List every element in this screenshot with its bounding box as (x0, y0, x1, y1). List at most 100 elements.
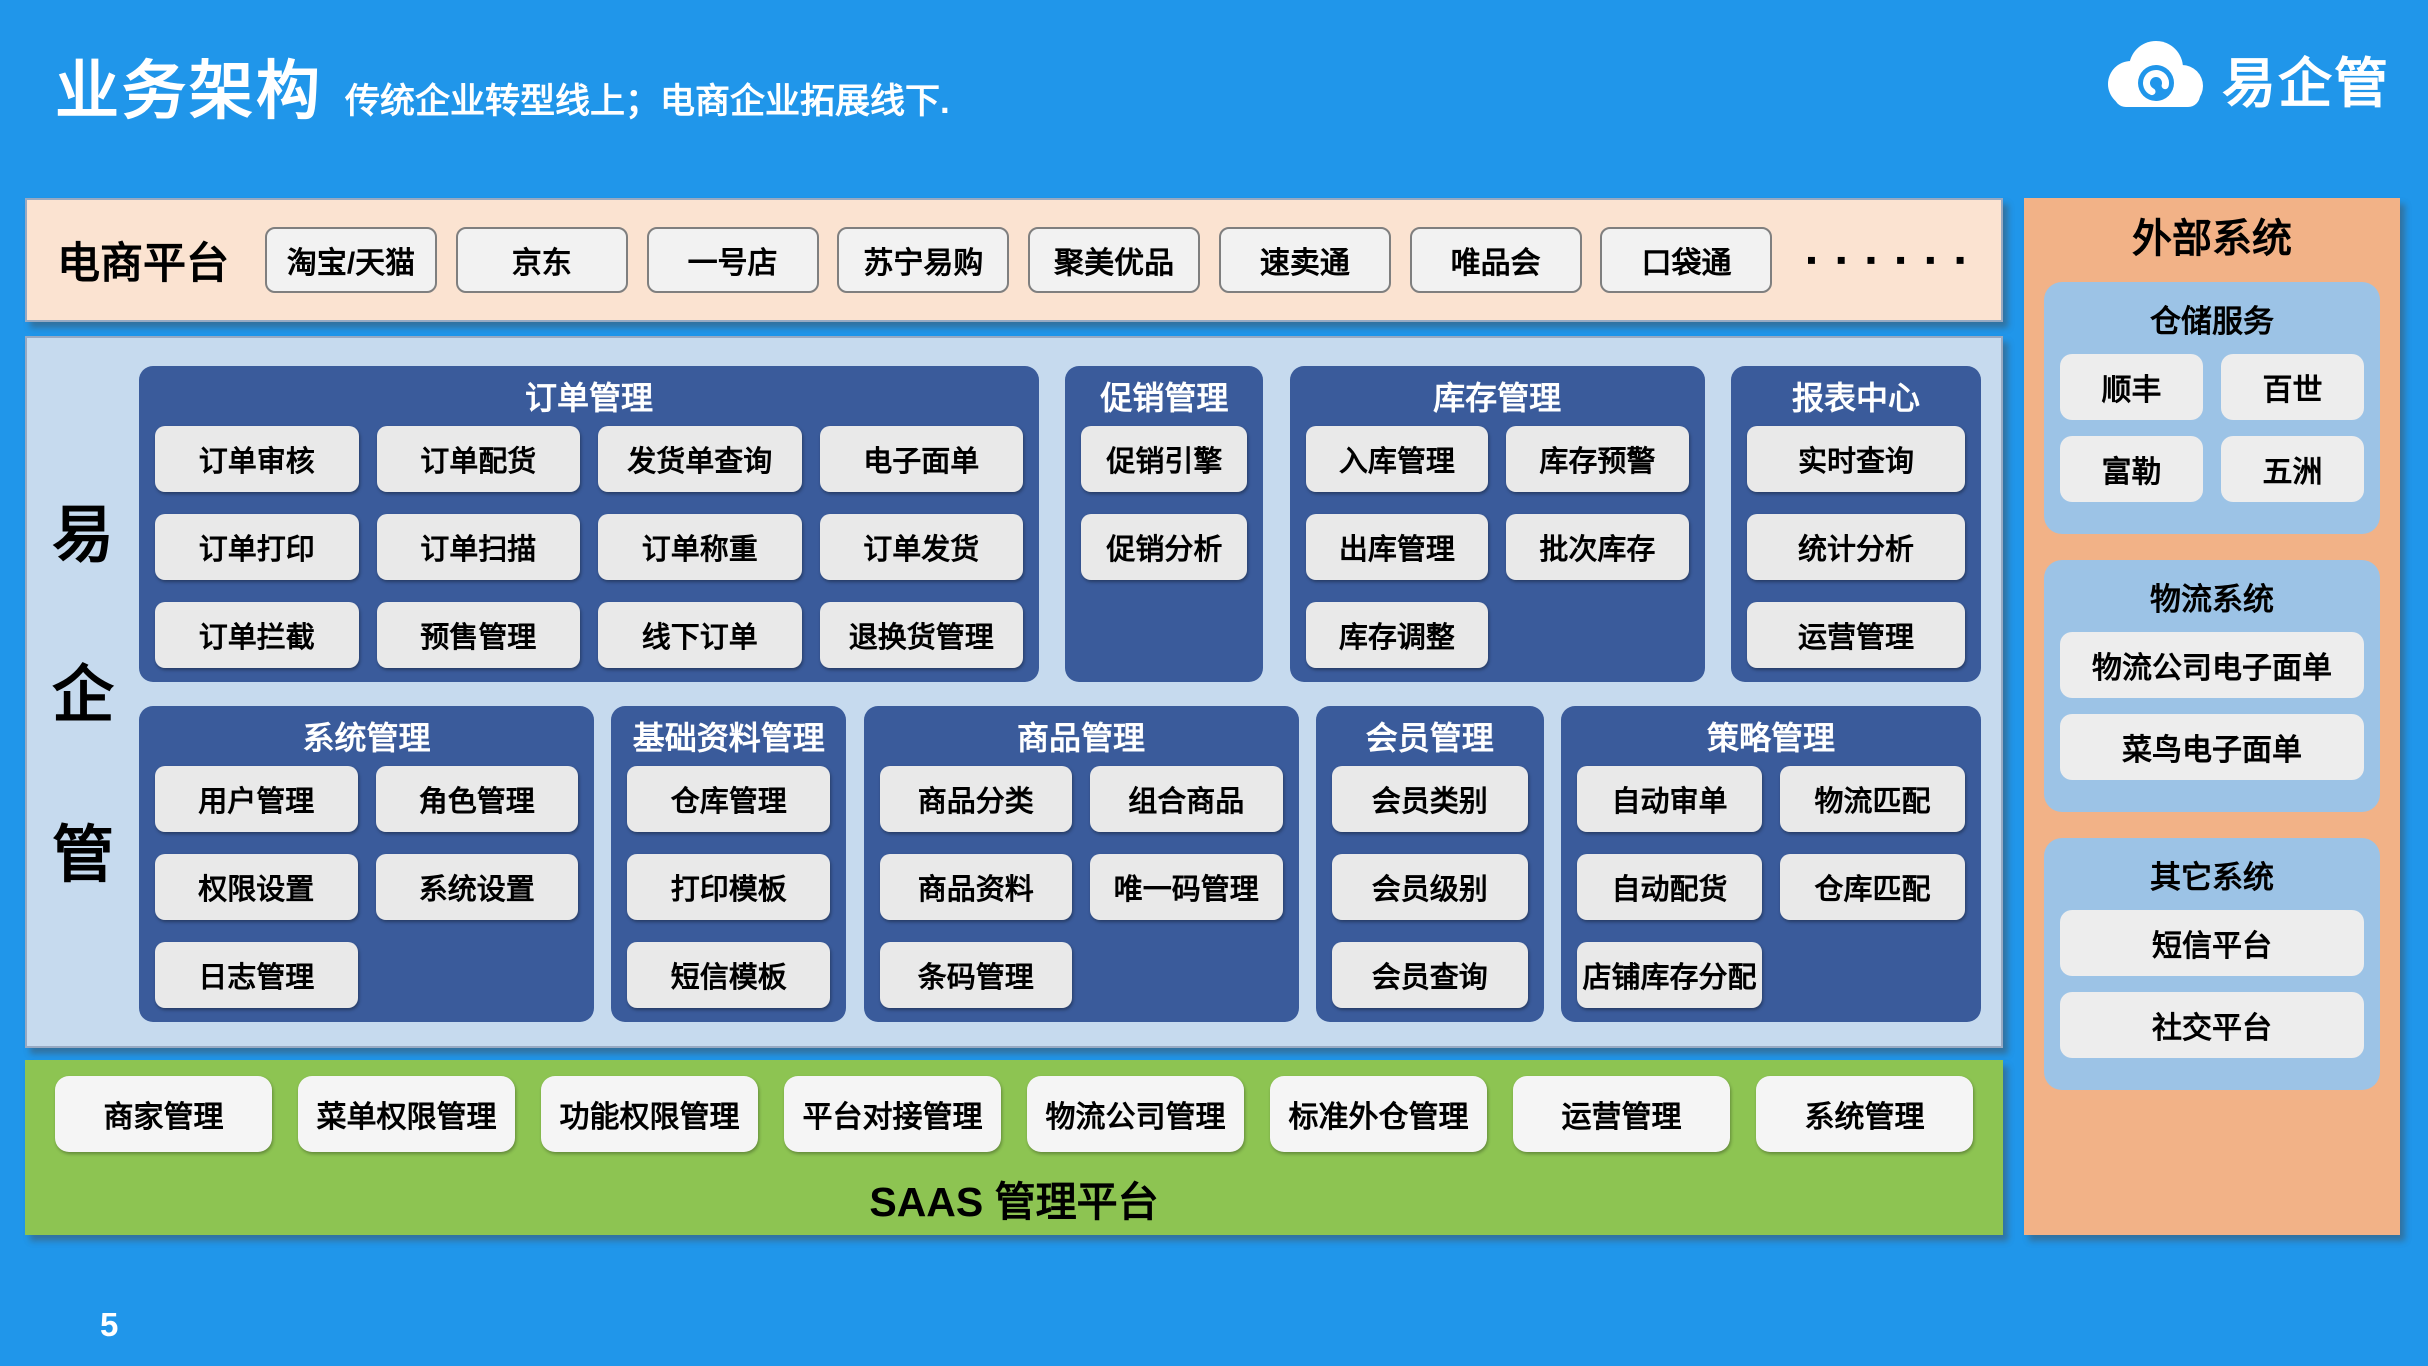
module-box: 运营管理 (1746, 602, 1965, 668)
saas-module-box: 系统管理 (1756, 1076, 1973, 1152)
brand-vertical-char: 管 (51, 821, 114, 890)
panel-title: 策略管理 (1706, 720, 1835, 756)
panel-system-management: 系统管理 用户管理角色管理权限设置系统设置日志管理 (139, 706, 594, 1022)
platform-box: 淘宝/天猫 (265, 227, 437, 293)
module-box: 促销分析 (1081, 514, 1248, 580)
platform-box: 一号店 (646, 227, 819, 293)
external-system-box: 短信平台 (2060, 910, 2364, 976)
module-box: 订单审核 (155, 426, 359, 492)
module-box: 订单配货 (376, 426, 580, 492)
panel-title: 报表中心 (1791, 380, 1920, 416)
slide-header: 业务架构 传统企业转型线上；电商企业拓展线下. (55, 40, 950, 132)
panel-title: 订单管理 (524, 380, 653, 416)
module-box: 唯一码管理 (1090, 854, 1283, 920)
panel-inventory-management: 库存管理 入库管理库存预警出库管理批次库存库存调整 (1289, 366, 1705, 682)
external-system-box: 富勒 (2060, 436, 2203, 502)
module-box: 用户管理 (155, 766, 358, 832)
brand-vertical-char: 企 (51, 661, 114, 730)
saas-platform-bar: 商家管理菜单权限管理功能权限管理平台对接管理物流公司管理标准外仓管理运营管理系统… (25, 1060, 2003, 1235)
panel-button-grid: 订单审核订单配货发货单查询电子面单订单打印订单扫描订单称重订单发货订单拦截预售管… (155, 426, 1023, 668)
panel-member-management: 会员管理 会员类别会员级别会员查询 (1315, 706, 1544, 1022)
module-box: 订单扫描 (376, 514, 580, 580)
module-box: 会员级别 (1331, 854, 1528, 920)
saas-module-box: 物流公司管理 (1027, 1076, 1244, 1152)
module-box: 入库管理 (1305, 426, 1489, 492)
module-panels-row-2: 系统管理 用户管理角色管理权限设置系统设置日志管理 基础资料管理 仓库管理打印模… (139, 706, 1981, 1022)
brand-logo-text: 易企管 (2222, 54, 2390, 114)
saas-module-box: 菜单权限管理 (298, 1076, 515, 1152)
module-box: 订单拦截 (155, 602, 359, 668)
section-button-grid: 短信平台社交平台 (2060, 910, 2364, 1058)
module-box: 自动审单 (1577, 766, 1762, 832)
platform-box: 速卖通 (1218, 227, 1391, 293)
panel-button-grid: 自动审单物流匹配自动配货仓库匹配店铺库存分配 (1577, 766, 1965, 1008)
section-title: 物流系统 (2150, 582, 2274, 617)
panel-button-grid: 实时查询统计分析运营管理 (1746, 426, 1965, 668)
panel-button-grid: 促销引擎促销分析 (1081, 426, 1248, 580)
external-system-box: 五洲 (2221, 436, 2364, 502)
section-title: 其它系统 (2150, 860, 2274, 895)
yqg-module-area: 易企管 订单管理 订单审核订单配货发货单查询电子面单订单打印订单扫描订单称重订单… (25, 336, 2003, 1048)
module-box: 会员类别 (1331, 766, 1528, 832)
platform-box: 苏宁易购 (837, 227, 1010, 293)
module-box: 发货单查询 (598, 426, 802, 492)
module-box: 订单发货 (819, 514, 1023, 580)
section-button-grid: 顺丰百世富勒五洲 (2060, 354, 2364, 502)
section-warehouse-services: 仓储服务 顺丰百世富勒五洲 (2044, 282, 2380, 534)
module-box: 促销引擎 (1081, 426, 1248, 492)
cloud-logo-icon (2098, 34, 2210, 123)
module-box: 退换货管理 (819, 602, 1023, 668)
module-box: 统计分析 (1746, 514, 1965, 580)
panel-promotion-management: 促销管理 促销引擎促销分析 (1065, 366, 1264, 682)
module-box: 库存调整 (1305, 602, 1489, 668)
more-platforms-ellipsis: ▪ ▪ ▪ ▪ ▪ ▪ (1806, 244, 1971, 275)
module-box: 线下订单 (598, 602, 802, 668)
module-box: 打印模板 (627, 854, 831, 920)
brand-vertical-char: 易 (51, 501, 114, 570)
external-system-box: 顺丰 (2060, 354, 2203, 420)
module-box: 物流匹配 (1780, 766, 1965, 832)
section-button-grid: 物流公司电子面单菜鸟电子面单 (2060, 632, 2364, 780)
module-box: 条码管理 (879, 942, 1072, 1008)
external-system-box: 社交平台 (2060, 992, 2364, 1058)
module-box: 组合商品 (1090, 766, 1283, 832)
platform-button-list: 淘宝/天猫京东一号店苏宁易购聚美优品速卖通唯品会口袋通 (265, 227, 1773, 293)
panel-title: 会员管理 (1365, 720, 1494, 756)
external-systems-panel: 外部系统 仓储服务 顺丰百世富勒五洲 物流系统 物流公司电子面单菜鸟电子面单 其… (2024, 198, 2400, 1235)
module-box: 会员查询 (1331, 942, 1528, 1008)
vertical-brand-label: 易企管 (27, 338, 139, 1046)
panel-title: 系统管理 (302, 720, 431, 756)
external-system-box: 百世 (2221, 354, 2364, 420)
external-system-box: 物流公司电子面单 (2060, 632, 2364, 698)
section-logistics-systems: 物流系统 物流公司电子面单菜鸟电子面单 (2044, 560, 2380, 812)
module-box: 预售管理 (376, 602, 580, 668)
platform-box: 唯品会 (1409, 227, 1582, 293)
saas-module-box: 运营管理 (1513, 1076, 1730, 1152)
panel-button-grid: 入库管理库存预警出库管理批次库存库存调整 (1305, 426, 1689, 668)
ecommerce-platform-bar: 电商平台 淘宝/天猫京东一号店苏宁易购聚美优品速卖通唯品会口袋通 ▪ ▪ ▪ ▪… (25, 198, 2003, 322)
module-box: 角色管理 (375, 766, 578, 832)
panel-basic-data-management: 基础资料管理 仓库管理打印模板短信模板 (611, 706, 847, 1022)
page-number: 5 (100, 1306, 119, 1343)
module-box: 实时查询 (1746, 426, 1965, 492)
saas-module-box: 功能权限管理 (541, 1076, 758, 1152)
module-box: 商品资料 (879, 854, 1072, 920)
panel-button-grid: 用户管理角色管理权限设置系统设置日志管理 (155, 766, 578, 1008)
module-box: 自动配货 (1577, 854, 1762, 920)
module-box: 订单打印 (155, 514, 359, 580)
platform-box: 京东 (455, 227, 628, 293)
panel-report-center: 报表中心 实时查询统计分析运营管理 (1730, 366, 1981, 682)
module-box: 短信模板 (627, 942, 831, 1008)
external-system-box: 菜鸟电子面单 (2060, 714, 2364, 780)
module-box: 仓库管理 (627, 766, 831, 832)
panel-button-grid: 会员类别会员级别会员查询 (1331, 766, 1528, 1008)
external-systems-title: 外部系统 (2132, 217, 2292, 261)
module-box: 库存预警 (1506, 426, 1689, 492)
saas-module-box: 标准外仓管理 (1270, 1076, 1487, 1152)
platform-box: 口袋通 (1600, 227, 1773, 293)
module-box: 系统设置 (375, 854, 578, 920)
ecommerce-bar-label: 电商平台 (57, 240, 229, 288)
module-box: 批次库存 (1506, 514, 1689, 580)
panel-strategy-management: 策略管理 自动审单物流匹配自动配货仓库匹配店铺库存分配 (1561, 706, 1981, 1022)
section-other-systems: 其它系统 短信平台社交平台 (2044, 838, 2380, 1090)
